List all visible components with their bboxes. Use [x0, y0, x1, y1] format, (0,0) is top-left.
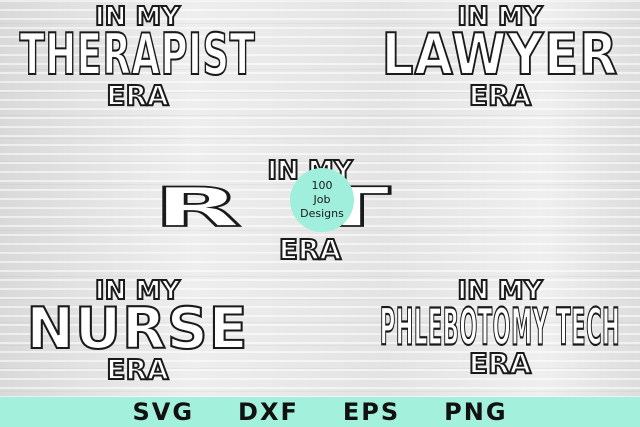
file-formats-bar: SVG DXF EPS PNG: [0, 397, 640, 427]
design-nurse: IN MY NURSE ERA: [0, 276, 275, 386]
format-dxf: DXF: [238, 398, 299, 426]
design-bottom-text: ERA: [105, 353, 169, 386]
design-top-text: IN MY: [94, 2, 181, 32]
designs-count-badge: 100 Job Designs: [290, 168, 354, 232]
format-svg: SVG: [132, 398, 195, 426]
design-phlebotomy-tech: IN MY PHLEBOTOMY TECH ERA: [365, 276, 635, 380]
badge-count: 100: [311, 179, 333, 193]
design-bottom-text: ERA: [468, 347, 532, 380]
design-main-text: PHLEBOTOMY TECH: [379, 297, 621, 357]
design-main-text: NURSE: [25, 295, 249, 362]
badge-word-designs: Designs: [300, 206, 344, 220]
design-main-text: THERAPIST: [19, 21, 256, 88]
design-bottom-text: ERA: [278, 233, 342, 266]
format-png: PNG: [444, 398, 508, 426]
design-main-text: LAWYER: [381, 21, 619, 88]
design-lawyer: IN MY LAWYER ERA: [360, 2, 640, 112]
design-top-text: IN MY: [456, 2, 543, 32]
design-therapist: IN MY THERAPIST ERA: [0, 2, 275, 112]
format-eps: EPS: [342, 398, 401, 426]
design-top-text: IN MY: [94, 276, 181, 306]
design-bottom-text: ERA: [105, 79, 169, 112]
badge-word-job: Job: [313, 193, 331, 207]
design-bottom-text: ERA: [468, 79, 532, 112]
design-top-text: IN MY: [456, 276, 543, 306]
